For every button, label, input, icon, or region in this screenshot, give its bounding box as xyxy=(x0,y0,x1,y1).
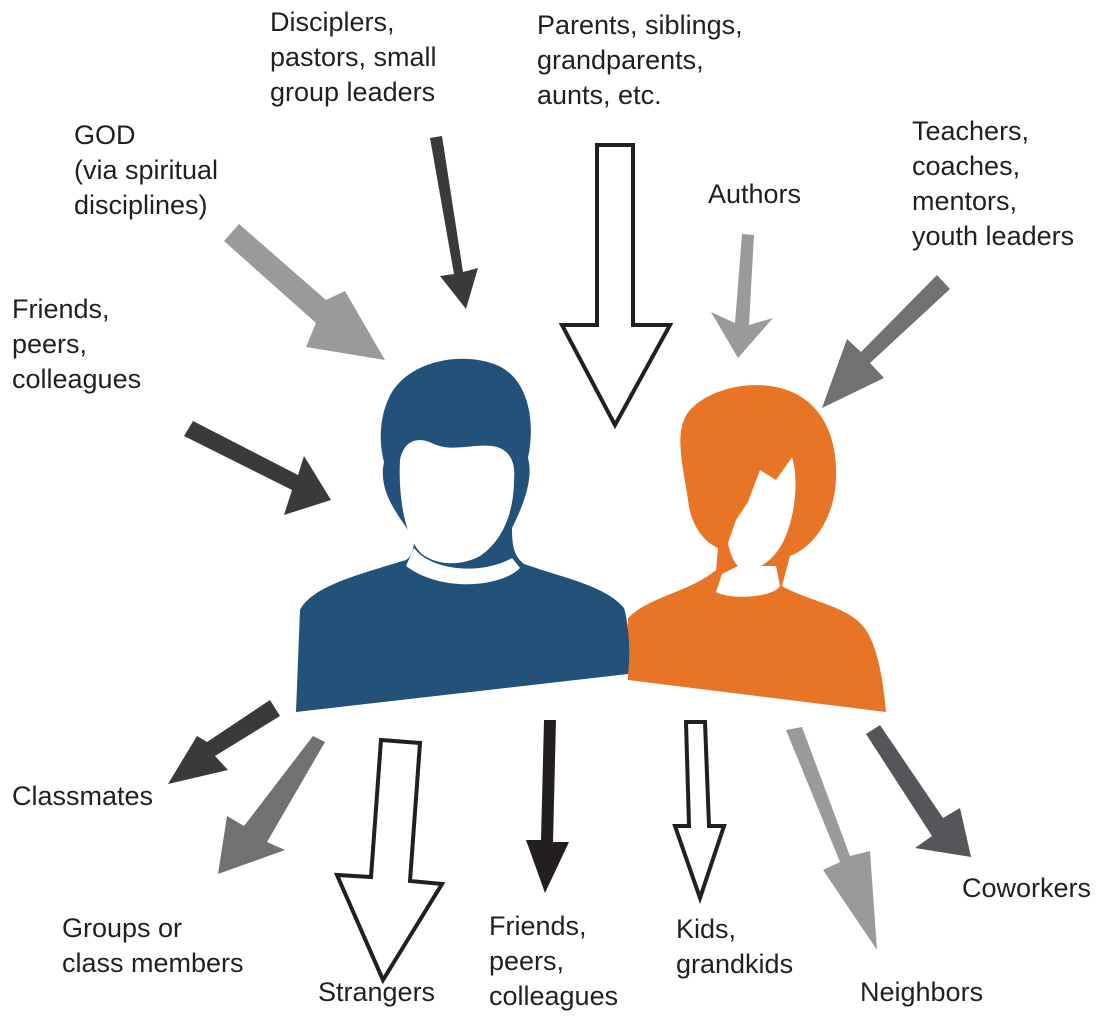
arrow-from-friends xyxy=(184,421,331,515)
label-disciplers: Disciplers, pastors, small group leaders xyxy=(270,7,437,107)
label-groups: Groups or class members xyxy=(62,913,244,978)
arrow-to-groups xyxy=(218,736,325,874)
label-kids: Kids, grandkids xyxy=(676,914,794,979)
arrow-from-teachers xyxy=(822,275,950,408)
label-classmates: Classmates xyxy=(12,781,154,811)
arrow-from-disciplers xyxy=(430,136,478,309)
label-neighbors: Neighbors xyxy=(860,977,984,1007)
man-silhouette-icon xyxy=(296,358,630,712)
arrow-from-authors xyxy=(711,234,773,358)
label-authors: Authors xyxy=(708,179,802,209)
arrow-to-strangers xyxy=(333,737,446,985)
label-teachers: Teachers, coaches, mentors, youth leader… xyxy=(912,116,1075,251)
label-god: GOD (via spiritual disciplines) xyxy=(74,120,219,220)
arrow-to-kids xyxy=(672,720,727,905)
label-coworkers: Coworkers xyxy=(962,873,1092,903)
arrow-to-neighbors xyxy=(786,727,877,950)
arrow-from-god xyxy=(224,224,385,360)
woman-silhouette-icon xyxy=(628,385,886,712)
arrow-to-classmates xyxy=(168,700,280,784)
label-friends-inbound: Friends, peers, colleagues xyxy=(12,294,142,394)
arrow-from-parents xyxy=(558,143,674,430)
label-parents: Parents, siblings, grandparents, aunts, … xyxy=(537,10,743,110)
arrow-to-friends xyxy=(526,720,569,893)
label-strangers: Strangers xyxy=(318,977,436,1007)
arrow-to-coworkers xyxy=(866,725,971,857)
label-friends-outbound: Friends, peers, colleagues xyxy=(489,911,619,1011)
